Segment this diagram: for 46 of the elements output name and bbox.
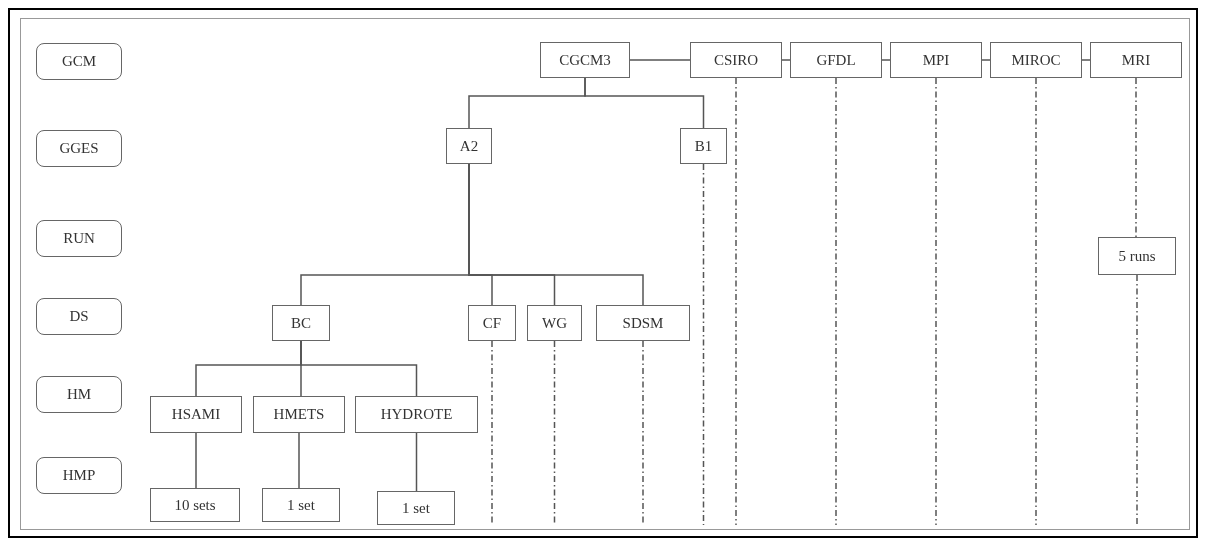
model-box: A2 <box>446 128 492 164</box>
level-label-box: GCM <box>36 43 122 80</box>
model-box: CSIRO <box>690 42 782 78</box>
model-box: HMETS <box>253 396 345 433</box>
dashed-connector <box>642 340 644 526</box>
dashed-connector <box>702 163 705 526</box>
dashed-connector <box>835 77 837 526</box>
model-box: HYDROTE <box>355 396 478 433</box>
model-box: 1 set <box>262 488 340 522</box>
connector-line <box>195 432 197 489</box>
level-label-box: RUN <box>36 220 122 257</box>
model-box: CF <box>468 305 516 341</box>
model-box: 1 set <box>377 491 455 525</box>
dashed-connector <box>491 340 493 526</box>
connector-line <box>981 59 991 61</box>
model-box: MRI <box>1090 42 1182 78</box>
model-box: WG <box>527 305 582 341</box>
model-box: MPI <box>890 42 982 78</box>
model-box: MIROC <box>990 42 1082 78</box>
connector-line <box>468 163 644 306</box>
model-box: GFDL <box>790 42 882 78</box>
model-box: 10 sets <box>150 488 240 522</box>
level-label-box: HM <box>36 376 122 413</box>
model-box: 5 runs <box>1098 237 1176 275</box>
model-box: HSAMI <box>150 396 242 433</box>
connector-line <box>629 59 691 61</box>
connector-line <box>298 432 300 489</box>
dashed-connector <box>935 77 937 526</box>
dashed-connector <box>1136 274 1138 526</box>
model-box: BC <box>272 305 330 341</box>
model-box: SDSM <box>596 305 690 341</box>
connector-line <box>1081 59 1091 61</box>
model-box: CGCM3 <box>540 42 630 78</box>
model-box: B1 <box>680 128 727 164</box>
dashed-connector <box>1135 77 1137 238</box>
dashed-connector <box>553 340 556 526</box>
level-label-box: GGES <box>36 130 122 167</box>
connector-line <box>415 432 418 492</box>
dashed-connector <box>735 77 737 526</box>
connector-line <box>300 340 418 397</box>
connector-line <box>584 77 705 129</box>
connector-line <box>781 59 791 61</box>
level-label-box: HMP <box>36 457 122 494</box>
connector-line <box>881 59 891 61</box>
level-label-box: DS <box>36 298 122 335</box>
dashed-connector <box>1035 77 1037 526</box>
